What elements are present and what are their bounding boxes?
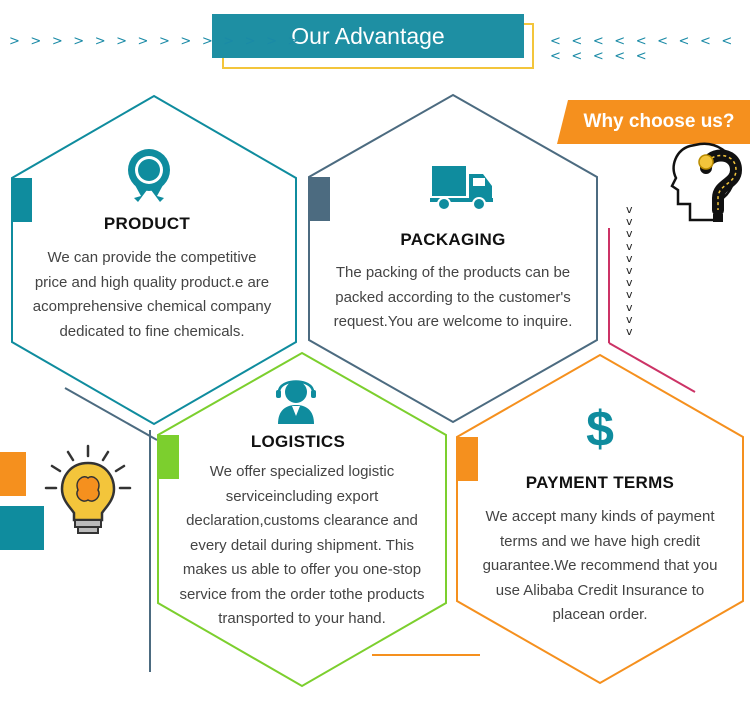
connector-line-slate xyxy=(64,387,158,441)
payment-terms-description: We accept many kinds of payment terms an… xyxy=(482,508,718,623)
delivery-truck-icon xyxy=(430,166,493,211)
page-title: Our Advantage xyxy=(291,23,445,49)
connector-line-pink-diagonal xyxy=(608,342,696,393)
dollar-icon: $ xyxy=(586,401,614,457)
left-teal-block xyxy=(0,506,44,550)
thinking-head-icon xyxy=(670,142,743,222)
header-bar xyxy=(212,14,524,58)
left-orange-block xyxy=(0,452,26,496)
right-arrow-decoration: < < < < < < < < < < < < < < xyxy=(550,34,736,64)
payment-side-tab xyxy=(457,437,478,481)
left-arrow-decoration: > > > > > > > > > > > > > > xyxy=(9,34,302,49)
packaging-title: PACKAGING xyxy=(400,230,506,249)
hexagon-packaging xyxy=(308,93,598,424)
logistics-side-tab xyxy=(158,435,179,479)
packaging-description: The packing of the products can be packe… xyxy=(333,264,573,330)
payment-terms-title: PAYMENT TERMS xyxy=(525,473,675,492)
award-ribbon-icon xyxy=(128,149,170,202)
why-banner xyxy=(557,100,750,144)
logistics-title: LOGISTICS xyxy=(250,432,346,451)
product-description: We can provide the competitive price and… xyxy=(32,249,272,340)
product-side-tab xyxy=(12,178,32,222)
product-title: PRODUCT xyxy=(103,214,191,233)
why-choose-us-label: Why choose us? xyxy=(583,111,735,132)
service-person-icon xyxy=(276,380,316,424)
packaging-side-tab xyxy=(309,177,330,221)
lightbulb-icon xyxy=(44,444,132,534)
logistics-description: We offer specialized logistic serviceinc… xyxy=(179,463,425,627)
